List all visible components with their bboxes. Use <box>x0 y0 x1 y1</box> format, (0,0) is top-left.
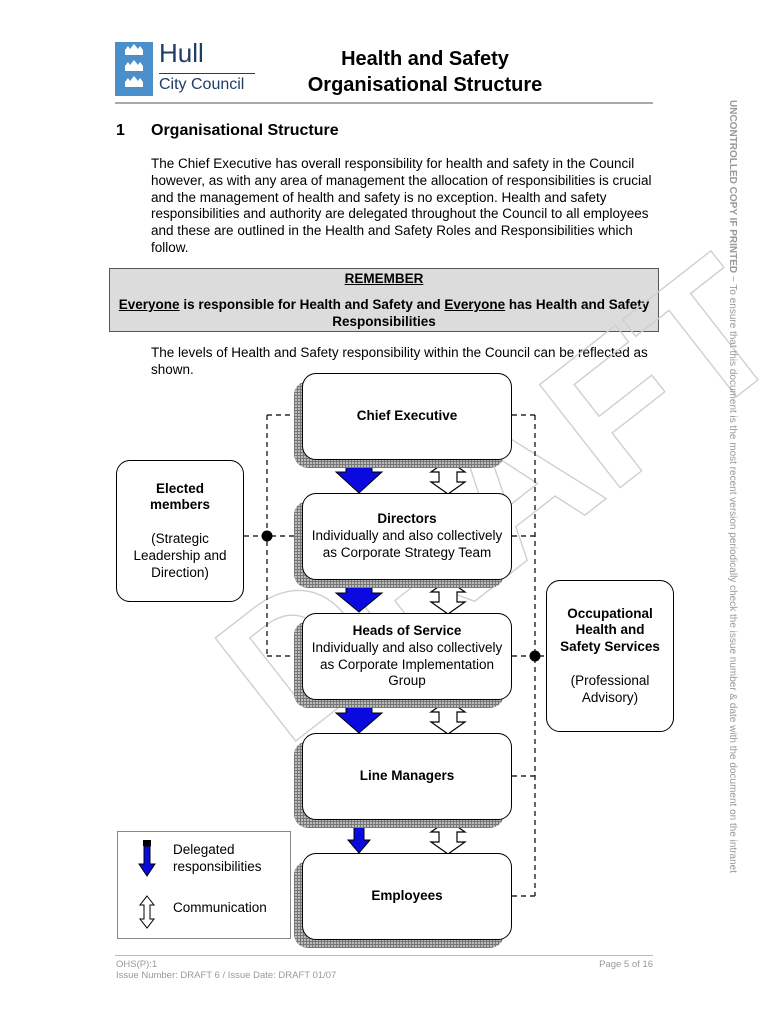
section-number: 1 <box>116 122 125 139</box>
junction-dot-right <box>529 650 541 662</box>
legend-delegated-label: Delegated responsibilities <box>173 842 262 874</box>
logo-subname: City Council <box>159 73 255 94</box>
junction-dot-left <box>261 530 273 542</box>
directors-title: Directors <box>377 511 437 527</box>
footer-divider <box>115 955 653 956</box>
side-notice-bold: UNCONTROLLED COPY IF PRINTED <box>727 100 738 274</box>
remember-text-2: has Health and Safety Responsibilities <box>332 297 650 329</box>
directors-desc: Individually and also collectively as Co… <box>311 528 503 560</box>
page-title-line2: Organisational Structure <box>307 74 543 96</box>
footer-issue: Issue Number: DRAFT 6 / Issue Date: DRAF… <box>116 970 337 981</box>
remember-heading: REMEMBER <box>344 271 424 286</box>
council-logo: Hull City Council <box>115 38 257 98</box>
footer-page: Page 5 of 16 <box>599 959 653 970</box>
heads-of-service-box: Heads of Service Individually and also c… <box>302 613 512 700</box>
heads-title: Heads of Service <box>352 622 462 638</box>
employees-box: Employees <box>302 853 512 940</box>
header-divider <box>115 102 653 104</box>
legend-delegated-icon <box>138 840 156 877</box>
remember-box: REMEMBER Everyone is responsible for Hea… <box>109 268 659 332</box>
ohs-services-box: Occupational Health and Safety Services … <box>546 580 674 732</box>
chief-executive-label: Chief Executive <box>356 408 458 424</box>
footer-doc-code: OHS(P):1 <box>116 959 158 970</box>
remember-text-1: is responsible for Health and Safety and <box>179 297 445 312</box>
diagram-legend: Delegated responsibilities Communication <box>117 831 291 939</box>
line-managers-label: Line Managers <box>359 768 455 784</box>
crown-shield-icon <box>115 42 153 96</box>
elected-title: Elected members <box>149 480 211 513</box>
levels-paragraph: The levels of Health and Safety responsi… <box>151 345 648 377</box>
intro-paragraph: The Chief Executive has overall responsi… <box>151 156 652 255</box>
side-notice: UNCONTROLLED COPY IF PRINTED ~ To ensure… <box>727 100 748 950</box>
ohs-title: Occupational Health and Safety Services <box>560 605 660 655</box>
logo-name: Hull <box>159 38 204 68</box>
remember-everyone-2: Everyone <box>444 297 506 312</box>
line-managers-box: Line Managers <box>302 733 512 820</box>
employees-label: Employees <box>371 888 443 904</box>
legend-communication-icon <box>138 895 156 929</box>
section-title: Organisational Structure <box>151 122 339 139</box>
chief-executive-box: Chief Executive <box>302 373 512 460</box>
directors-box: Directors Individually and also collecti… <box>302 493 512 580</box>
page-title-line1: Health and Safety <box>341 48 509 70</box>
elected-members-box: Elected members (Strategic Leadership an… <box>116 460 244 602</box>
heads-desc: Individually and also collectively as Co… <box>311 639 503 689</box>
ohs-desc: (Professional Advisory) <box>570 672 650 705</box>
legend-communication-label: Communication <box>173 900 267 915</box>
elected-desc: (Strategic Leadership and Direction) <box>133 531 227 580</box>
side-notice-rest: ~ To ensure that this document is the mo… <box>727 273 738 874</box>
remember-everyone-1: Everyone <box>118 297 180 312</box>
remember-body: Everyone is responsible for Health and S… <box>110 297 658 330</box>
